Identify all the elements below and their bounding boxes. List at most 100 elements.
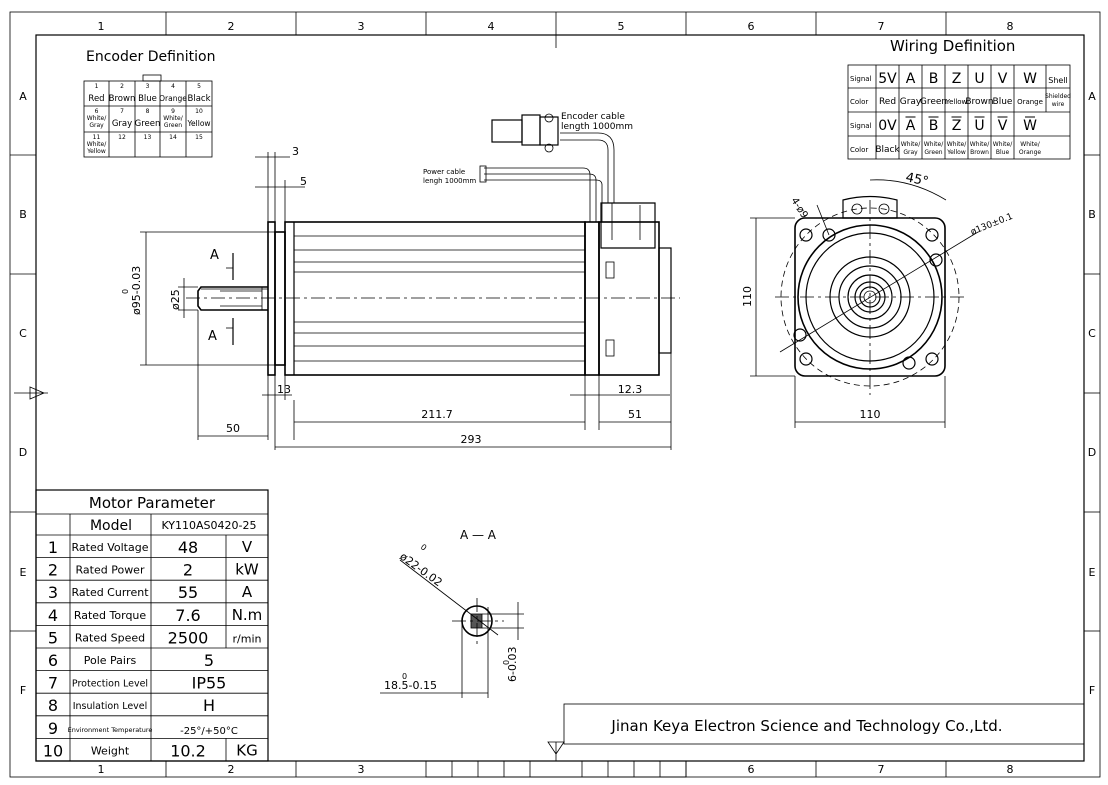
wiring-row-label: Signal — [850, 75, 872, 83]
param-number: 3 — [48, 583, 58, 602]
row-label: F — [20, 684, 26, 697]
param-value: H — [203, 696, 215, 715]
param-unit: N.m — [232, 606, 263, 624]
row-label: E — [1089, 566, 1096, 579]
dim-pilot-tol: 0 — [121, 289, 130, 294]
wiring-color: Blue — [996, 149, 1010, 156]
wiring-signal: Shell — [1048, 76, 1068, 85]
col-label: 1 — [98, 20, 105, 33]
model-label: Model — [90, 518, 132, 534]
param-number: 9 — [48, 719, 58, 738]
param-unit: A — [242, 583, 253, 601]
row-label: D — [19, 446, 27, 459]
encoder-pin-label: Green — [164, 122, 182, 129]
param-name: Weight — [91, 744, 130, 757]
wiring-color: Green — [924, 149, 942, 156]
wiring-definition: Wiring Definition SignalColorSignalColor… — [847, 37, 1071, 160]
encoder-pin-label: Brown — [109, 94, 136, 104]
table-title: Motor Parameter — [89, 494, 216, 512]
encoder-pin-label: Gray — [89, 122, 104, 129]
wiring-row-label: Color — [850, 98, 868, 106]
dim-flange-thickness: 3 — [292, 145, 299, 158]
encoder-pin-label: Black — [188, 94, 211, 104]
section-mark: A — [208, 329, 217, 344]
dim-shaft-diameter: ø25 — [169, 289, 182, 310]
param-value: 7.6 — [175, 606, 200, 625]
encoder-pin-number: 9 — [171, 108, 175, 115]
encoder-definition: Encoder Definition 1Red2Brown3Blue4Orang… — [83, 49, 215, 158]
col-label: 1 — [98, 763, 105, 776]
encoder-pin-label: Green — [135, 119, 161, 129]
wiring-signal: A — [906, 118, 916, 134]
param-number: 1 — [48, 538, 58, 557]
wiring-signal: U — [974, 118, 984, 134]
encoder-pin-label: Red — [88, 94, 104, 104]
motor-side-view: A A 3 5 ø95-0.03 0 ø25 13 — [121, 112, 680, 450]
col-label: 6 — [748, 763, 755, 776]
wiring-color: Orange — [1019, 149, 1041, 156]
dim-pilot-depth: 5 — [300, 175, 307, 188]
grid-ticks — [10, 12, 1100, 778]
dim-overall-length: 293 — [461, 433, 482, 446]
dim-rear-offset: 12.3 — [618, 383, 643, 396]
dim-pilot-diameter: ø95-0.03 — [130, 266, 143, 315]
col-label: 7 — [878, 20, 885, 33]
encoder-pin-number: 2 — [120, 83, 124, 90]
wiring-color: Orange — [1017, 98, 1043, 106]
shaft-dim: ø22-0.02 — [397, 550, 444, 589]
row-label: D — [1088, 446, 1096, 459]
row-label: A — [19, 90, 27, 103]
param-name: Environment Temperature — [68, 726, 153, 734]
bolt-holes-label: 4-ø9 — [788, 196, 809, 221]
wiring-color: White/ — [947, 141, 967, 148]
encoder-pin-label: Yellow — [186, 119, 210, 128]
encoder-pin-number: 14 — [169, 134, 177, 141]
encoder-pin-number: 13 — [144, 134, 152, 141]
wiring-color: White/ — [993, 141, 1013, 148]
section-title: A — A — [460, 528, 497, 542]
wiring-color: Shielded — [1045, 93, 1071, 100]
encoder-pin-number: 1 — [95, 83, 99, 90]
wiring-color: Black — [875, 145, 900, 155]
wiring-signal: U — [974, 71, 984, 87]
wiring-color: White/ — [1020, 141, 1040, 148]
angle-label: 45° — [904, 170, 930, 189]
col-label: 3 — [358, 763, 365, 776]
param-value: 5 — [204, 651, 214, 670]
col-label: 5 — [618, 20, 625, 33]
encoder-pin-number: 8 — [146, 108, 150, 115]
param-number: 5 — [48, 628, 58, 647]
encoder-pin-label: Yellow — [86, 148, 106, 155]
col-label: 4 — [488, 20, 495, 33]
motor-end-view: 4-ø9 45° ø130±0.1 110 110 — [741, 170, 1014, 428]
wiring-color: wire — [1052, 101, 1065, 108]
wiring-color: Brown — [970, 149, 989, 156]
row-label: B — [1088, 208, 1096, 221]
wiring-signal: B — [929, 118, 939, 134]
wiring-signal: B — [929, 71, 939, 87]
encoder-pin-number: 5 — [197, 83, 201, 90]
param-number: 6 — [48, 651, 58, 670]
row-label: E — [20, 566, 27, 579]
wiring-signal: Z — [952, 118, 962, 134]
param-number: 8 — [48, 696, 58, 715]
key-height-tol: 0 — [402, 672, 407, 681]
encoder-pin-number: 7 — [120, 108, 124, 115]
encoder-pin-number: 10 — [195, 108, 203, 115]
wiring-color: Yellow — [946, 149, 966, 156]
param-value: 55 — [178, 583, 198, 602]
row-label: A — [1088, 90, 1096, 103]
param-value: 10.2 — [170, 741, 206, 760]
dim-body-length: 211.7 — [421, 408, 453, 421]
wiring-signal: 5V — [878, 71, 897, 87]
row-label: C — [19, 327, 27, 340]
key-height-dim: 18.5-0.15 — [384, 679, 437, 692]
param-name: Pole Pairs — [84, 654, 137, 667]
encoder-pin-label: White/ — [163, 115, 183, 122]
wiring-signal: V — [998, 71, 1008, 87]
param-name: Rated Power — [76, 564, 145, 577]
wiring-color: Red — [879, 97, 896, 107]
